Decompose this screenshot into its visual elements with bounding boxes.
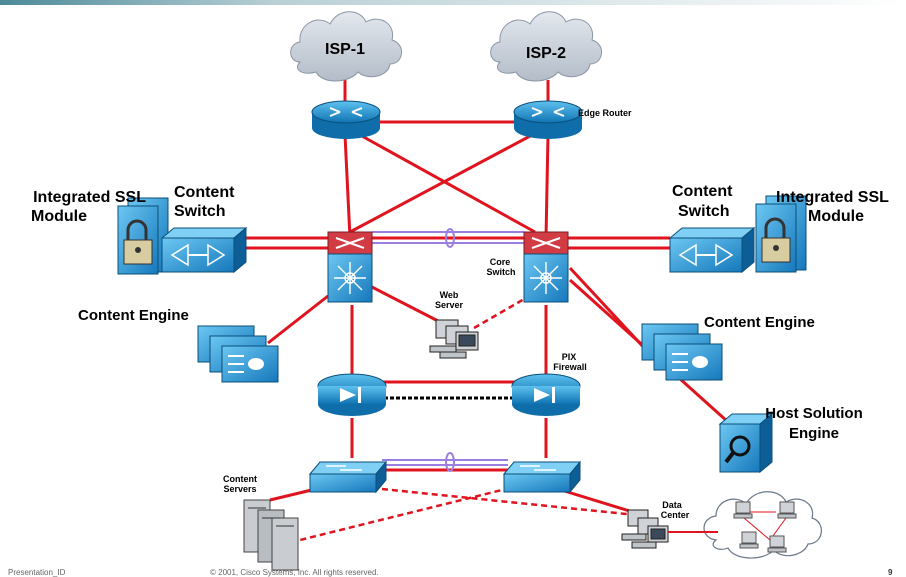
- core-switch-label-2: Switch: [486, 267, 516, 277]
- access-switch-left: [308, 460, 388, 494]
- isp1-cloud: [290, 11, 402, 82]
- header-band: [0, 0, 906, 5]
- ssl-left-label-1: Integrated SSL: [33, 189, 146, 206]
- cs-right-label-2: Switch: [678, 203, 730, 220]
- cs-right-label-1: Content: [672, 183, 733, 200]
- cs-left-label-1: Content: [174, 184, 235, 201]
- link-core1-web: [369, 284, 441, 324]
- dashed-sw2-servers: [299, 486, 511, 542]
- pix-label-1: PIX: [561, 352, 577, 362]
- content-switch-right: [668, 226, 756, 274]
- ssl-right-label-2: Module: [808, 208, 864, 225]
- ssl-module-right: [755, 195, 807, 273]
- cs-left-label-2: Switch: [174, 203, 226, 220]
- hse-label-1: Host Solution: [765, 405, 863, 422]
- core-switch-label-1: Core: [489, 257, 511, 267]
- content-engine-right-label: Content Engine: [704, 314, 815, 331]
- hse-label-2: Engine: [788, 425, 839, 442]
- ssl-right-label-1: Integrated SSL: [776, 189, 889, 206]
- isp2-label: ISP-2: [526, 45, 567, 62]
- edge-router-label: Edge Router: [578, 108, 632, 118]
- content-engine-left: [197, 325, 279, 383]
- footer-presentation-id: Presentation_ID: [8, 568, 66, 577]
- link-r1-core2: [359, 133, 536, 234]
- link-r2-core1: [349, 133, 533, 234]
- data-center-label-1: Data: [662, 500, 682, 510]
- web-server-label-2: Server: [434, 300, 464, 310]
- data-center-label-2: Center: [660, 510, 690, 520]
- host-solution-engine: [718, 412, 774, 474]
- edge-router-2: [513, 100, 583, 139]
- links: [237, 80, 730, 515]
- link-r2-core2: [544, 134, 550, 239]
- content-engine-left-label: Content Engine: [78, 307, 189, 324]
- content-engine-right: [641, 323, 723, 381]
- pix-label-2: Firewall: [553, 362, 587, 372]
- link-r1-core1: [343, 134, 352, 239]
- pix-firewall-left: [317, 373, 387, 416]
- content-switch-left: [160, 226, 248, 274]
- dashed-web-core2: [473, 296, 527, 330]
- content-servers-label-2: Servers: [223, 484, 257, 494]
- core-switch-left: [327, 231, 373, 303]
- dashed-sw1-dc: [371, 486, 637, 517]
- edge-router-1: [311, 100, 381, 139]
- ssl-module-left: [117, 197, 169, 275]
- trunks: [372, 228, 524, 472]
- content-servers: [243, 499, 299, 571]
- ssl-left-label-2: Module: [31, 208, 87, 225]
- web-server-label-1: Web: [439, 290, 459, 300]
- pix-firewall-right: [511, 373, 581, 416]
- link-core1-ce: [267, 294, 329, 345]
- core-switch-right: [523, 231, 569, 303]
- footer-page-number: 9: [888, 568, 893, 577]
- web-server: [429, 319, 479, 359]
- datacenter-pcs: [621, 509, 669, 549]
- datacenter-cloud: [703, 491, 822, 559]
- access-switch-right: [502, 460, 582, 494]
- isp1-label: ISP-1: [325, 41, 366, 58]
- footer-copyright: © 2001, Cisco Systems, Inc. All rights r…: [210, 568, 379, 577]
- datacenter-lan: [668, 501, 797, 553]
- content-servers-label-1: Content: [223, 474, 257, 484]
- isp2-cloud: [490, 11, 602, 82]
- dashed-links: [299, 296, 637, 542]
